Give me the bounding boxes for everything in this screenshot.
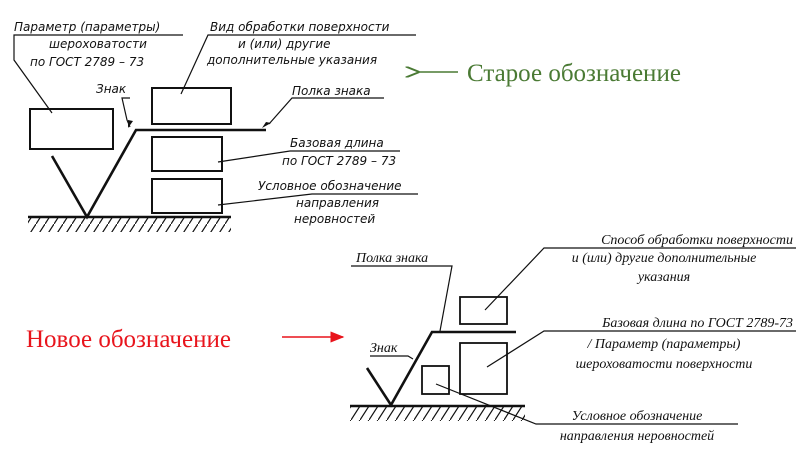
- new-sign-label: Знак: [370, 341, 398, 356]
- old-shelf-arrowhead: [262, 122, 271, 128]
- new-notation-caption: Новое обозначение: [26, 326, 231, 353]
- old-processing-label-line3: дополнительные указания: [206, 53, 377, 67]
- old-roughness-sign: [50, 128, 266, 220]
- old-base-length-label-line2: по ГОСТ 2789 – 73: [282, 154, 396, 168]
- old-shelf-label: Полка знака: [292, 84, 371, 98]
- new-direction-leader: [435, 383, 738, 425]
- old-surface-hatching: [28, 218, 231, 232]
- old-shelf-leader: [268, 97, 384, 125]
- old-sign-arrowhead: [128, 120, 133, 128]
- new-direction-label-line2: направления неровностей: [560, 429, 714, 444]
- old-parameter-label-line3: по ГОСТ 2789 – 73: [30, 55, 144, 69]
- old-base-length-label-line1: Базовая длина: [290, 136, 384, 150]
- new-processing-leader: [484, 247, 796, 311]
- new-sign-leader: [370, 355, 414, 360]
- old-direction-label-line1: Условное обозначение: [258, 179, 402, 193]
- new-direction-box: [421, 365, 450, 395]
- new-surface-hatching: [350, 407, 525, 421]
- new-processing-box: [459, 296, 508, 325]
- old-processing-leader: [180, 34, 416, 95]
- old-base-length-box: [151, 136, 223, 172]
- old-parameter-box: [29, 108, 114, 150]
- old-direction-label-line2: направления: [296, 196, 379, 210]
- old-processing-label-line2: и (или) другие: [238, 37, 331, 51]
- old-direction-leader: [217, 193, 418, 206]
- old-processing-box: [151, 87, 232, 125]
- new-shelf-label: Полка знака: [355, 251, 428, 266]
- old-notation-caption: Старое обозначение: [467, 60, 681, 87]
- new-direction-label-line1: Условное обозначение: [572, 409, 703, 424]
- old-base-length-leader: [217, 150, 400, 163]
- old-processing-label-line1: Вид обработки поверхности: [210, 20, 390, 34]
- old-parameter-leader: [13, 34, 183, 114]
- old-direction-label-line3: неровностей: [294, 212, 375, 226]
- new-processing-label-line3: указания: [636, 270, 690, 285]
- new-processing-label-line1: Способ обработки поверхности: [601, 233, 793, 248]
- new-roughness-sign: [365, 330, 516, 408]
- old-parameter-label-line1: Параметр (параметры): [14, 20, 160, 34]
- old-parameter-label-line2: шероховатости: [49, 37, 147, 51]
- new-parameter-box: [459, 342, 508, 395]
- old-notation-diagram: Параметр (параметры) шероховатости по ГО…: [13, 20, 418, 232]
- new-base-length-label-line3: шероховатости поверхности: [576, 357, 753, 372]
- new-base-length-label-line1: Базовая длина по ГОСТ 2789-73: [601, 316, 793, 331]
- new-shelf-leader: [351, 265, 453, 332]
- new-notation-diagram: Полка знака Знак Способ обработки поверх…: [350, 233, 796, 444]
- old-sign-label: Знак: [96, 82, 127, 96]
- old-direction-box: [151, 178, 223, 214]
- new-processing-label-line2: и (или) другие дополнительные: [572, 251, 757, 266]
- new-base-length-leader: [486, 330, 796, 368]
- new-base-length-label-line2: / Параметр (параметры): [587, 337, 741, 352]
